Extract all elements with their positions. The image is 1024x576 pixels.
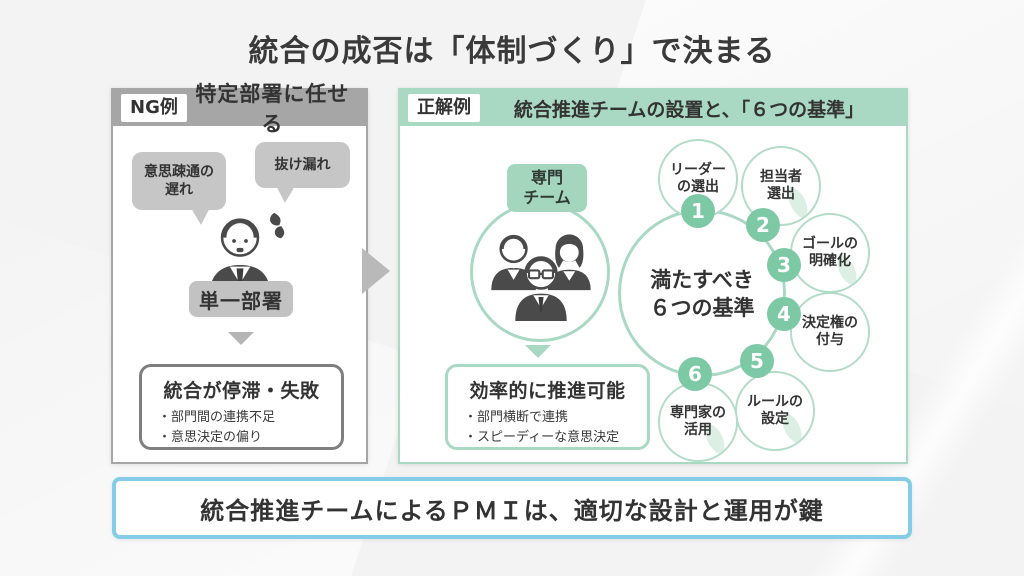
team-circle xyxy=(470,202,610,342)
ok-panel-body: 専門 チーム 効率的に推進可能 ・部門横断で連携 ・スピーディーな意思決定 満た… xyxy=(400,126,906,462)
ok-result-bullet: ・部門横断で連携 xyxy=(464,410,569,425)
ng-panel-header: NG例 特定部署に任せる xyxy=(113,82,366,136)
ok-panel-header: 正解例 統合推進チームの設置と、「６つの基準」 xyxy=(400,90,906,126)
sweat-drops-icon xyxy=(269,212,285,239)
ng-result-bullet: ・部門間の連携不足 xyxy=(158,410,276,425)
ng-tag-badge: NG例 xyxy=(121,94,187,122)
speech-bubble-communication-delay: 意思疎通の 遅れ xyxy=(132,152,226,227)
correct-example-panel: 正解例 統合推進チームの設置と、「６つの基準」 xyxy=(398,88,908,464)
ok-result-box: 効率的に推進可能 ・部門横断で連携 ・スピーディーな意思決定 xyxy=(445,364,650,450)
flow-arrow-icon xyxy=(362,248,390,294)
conclusion-banner: 統合推進チームによるＰＭＩは、適切な設計と運用が鍵 xyxy=(112,477,912,539)
down-triangle-icon xyxy=(228,332,254,345)
specialist-team-label: 専門 チーム xyxy=(507,164,587,212)
single-department-label: 単一部署 xyxy=(189,281,293,317)
ng-result-box: 統合が停滞・失敗 ・部門間の連携不足 ・意思決定の偏り xyxy=(139,364,344,450)
criterion-number-badge-1: 1 xyxy=(681,194,715,228)
speech-bubble-tail xyxy=(271,183,294,205)
speech-bubble-omissions: 抜け漏れ xyxy=(255,142,350,205)
criterion-circle-3: ゴールの 明確化 xyxy=(790,213,870,293)
ok-result-bullet: ・スピーディーな意思決定 xyxy=(464,430,620,446)
criterion-circle-4: 決定権の 付与 xyxy=(790,292,870,372)
ng-example-panel: NG例 特定部署に任せる 意思疎通の 遅れ 抜け漏れ xyxy=(111,82,368,464)
ng-panel-body: 意思疎通の 遅れ 抜け漏れ xyxy=(113,126,366,462)
down-triangle-icon xyxy=(525,345,551,358)
criterion-circle-6: 専門家の 活用 xyxy=(658,382,738,462)
ng-result-bullet: ・意思決定の偏り xyxy=(158,430,263,446)
criterion-number-badge-6: 6 xyxy=(678,357,712,391)
criteria-center-label: 満たすべき ６つの基準 xyxy=(649,268,755,321)
ng-result-title: 統合が停滞・失敗 xyxy=(163,380,320,402)
criterion-number-badge-4: 4 xyxy=(767,297,801,331)
criterion-number-badge-3: 3 xyxy=(767,248,801,282)
criterion-circle-5: ルールの 設定 xyxy=(735,371,815,451)
ok-result-title: 効率的に推進可能 xyxy=(469,380,626,402)
criterion-number-badge-2: 2 xyxy=(746,208,780,242)
correct-tag-badge: 正解例 xyxy=(408,94,480,122)
page-title: 統合の成否は「体制づくり」で決まる xyxy=(248,34,776,69)
criterion-number-badge-5: 5 xyxy=(740,344,774,378)
ng-panel-heading: 特定部署に任せる xyxy=(195,82,350,136)
stressed-businessman-icon xyxy=(209,212,285,298)
project-team-members-icon xyxy=(491,234,591,321)
ok-panel-heading: 統合推進チームの設置と、「６つの基準」 xyxy=(513,98,865,121)
